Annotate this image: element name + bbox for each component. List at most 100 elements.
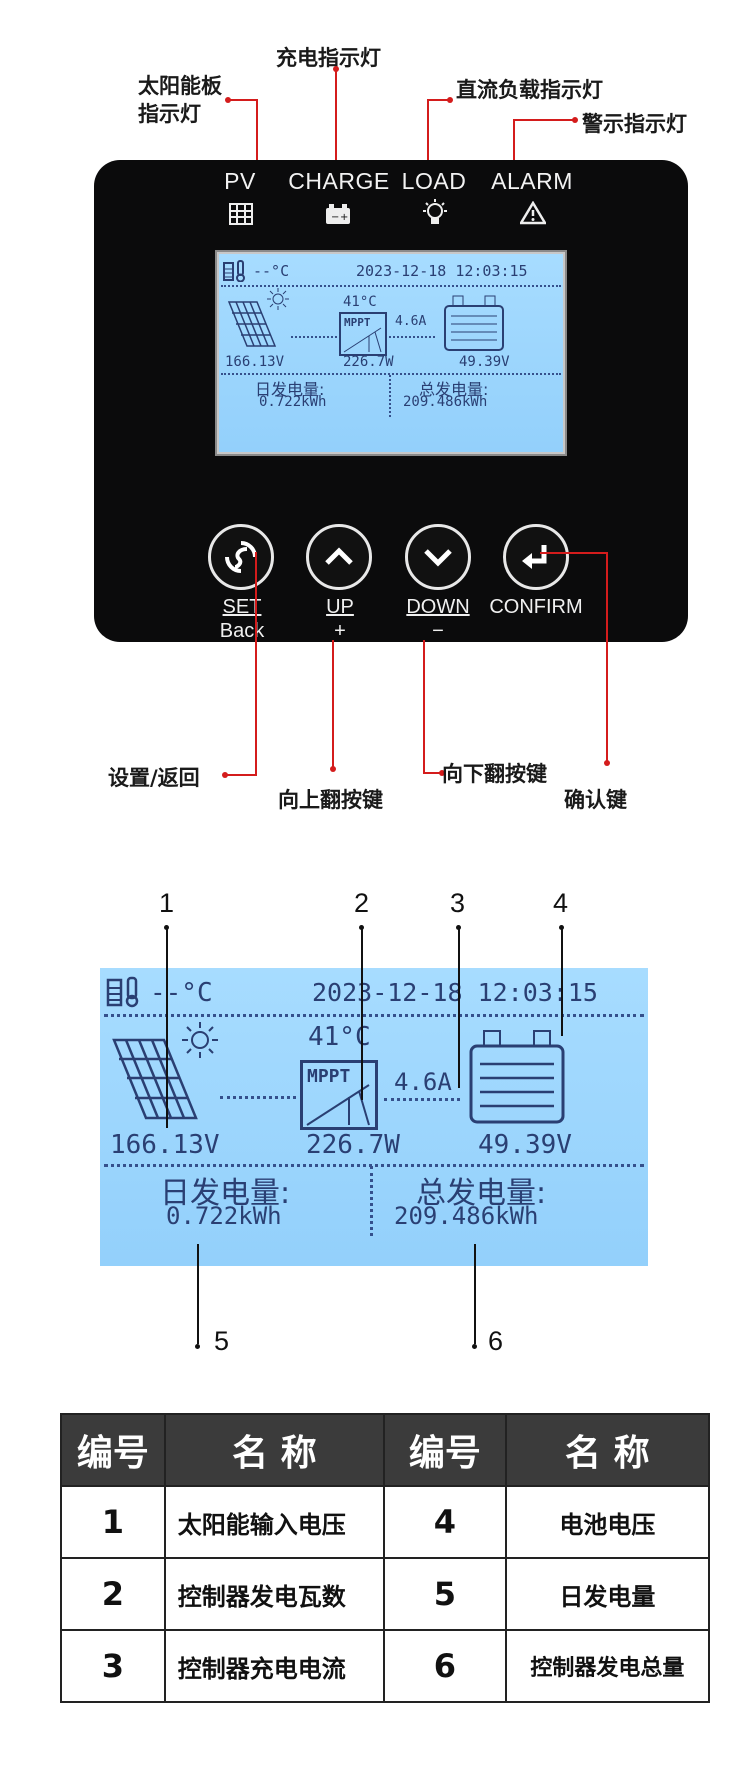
lcd-divider	[370, 1166, 373, 1236]
mppt-box-large: MPPT	[300, 1060, 378, 1130]
row-number: 5	[383, 1557, 507, 1631]
grid-panel-icon	[229, 203, 253, 225]
pointer-line	[197, 1244, 199, 1344]
leader-line	[226, 774, 257, 776]
daily-label-large: 日发电量:	[160, 1176, 291, 1211]
pointer-dot	[359, 925, 364, 930]
pv-voltage-small: 166.13V	[225, 354, 285, 370]
battery-large-icon	[444, 295, 504, 351]
confirm-button[interactable]	[503, 524, 569, 590]
sun-icon	[182, 1022, 218, 1058]
battery-voltage-large: 49.39V	[478, 1130, 572, 1160]
marker-5: 5	[214, 1326, 230, 1356]
wire-pv-mppt	[220, 1096, 296, 1099]
marker-6: 6	[488, 1326, 504, 1356]
charge-indicator-callout: 充电指示灯	[276, 46, 381, 70]
header-name: 名 称	[504, 1413, 711, 1487]
lcd-divider	[104, 1164, 644, 1167]
total-label-small: 总发电量:	[419, 380, 489, 399]
header-number: 编号	[383, 1413, 507, 1487]
datetime-readout: 2023-12-18 12:03:15	[356, 262, 528, 280]
svg-text:+: +	[340, 212, 348, 223]
pv-indicator-callout: 太阳能板 指示灯	[138, 74, 222, 126]
lcd-screen-small: --°C 2023-12-18 12:03:15 166.13V 41°C MP…	[219, 254, 563, 452]
down-label: DOWN	[406, 596, 470, 618]
table-row: 3 控制器充电电流 6 控制器发电总量	[60, 1629, 711, 1703]
lcd-divider	[104, 1014, 644, 1017]
wire-mppt-battery	[384, 1098, 460, 1101]
wire-mppt-battery	[389, 336, 435, 338]
alarm-indicator-callout: 警示指示灯	[582, 112, 687, 136]
row-name: 控制器发电瓦数	[163, 1557, 386, 1631]
leader-line	[427, 99, 451, 101]
leader-line	[513, 119, 575, 121]
down-button[interactable]	[405, 524, 471, 590]
marker-4: 4	[553, 888, 569, 918]
leader-dot	[439, 770, 445, 776]
row-number: 6	[383, 1629, 507, 1703]
battery-large-icon	[469, 1030, 565, 1124]
leader-line	[606, 552, 608, 762]
row-name: 控制器发电总量	[504, 1629, 711, 1703]
controller-temp-small: 41°C	[343, 294, 377, 310]
lcd-divider	[389, 375, 391, 417]
row-name: 太阳能输入电压	[163, 1485, 386, 1559]
total-value-small: 209.486kWh	[403, 394, 488, 410]
sun-icon	[267, 288, 289, 310]
enter-icon	[522, 545, 547, 569]
row-number: 4	[383, 1485, 507, 1559]
cycle-icon	[225, 541, 257, 573]
daily-value-large: 0.722kWh	[166, 1202, 282, 1230]
row-name: 日发电量	[504, 1557, 711, 1631]
minus-label: −	[432, 620, 444, 642]
up-key-callout: 向上翻按键	[278, 788, 383, 812]
plus-label: +	[334, 620, 346, 642]
total-value-large: 209.486kWh	[394, 1202, 539, 1230]
pointer-line	[474, 1244, 476, 1344]
legend-table: 编号 名 称 编号 名 称 1 太阳能输入电压 4 电池电压 2 控制器发电瓦数…	[60, 1413, 711, 1703]
marker-1: 1	[159, 888, 175, 918]
battery-thermo-icon	[223, 260, 245, 282]
pointer-dot	[164, 925, 169, 930]
svg-text:MPPT: MPPT	[344, 316, 371, 329]
set-label: SET	[222, 596, 262, 618]
chevron-up-icon	[325, 547, 353, 565]
wire-pv-mppt	[291, 336, 337, 338]
row-number: 1	[60, 1485, 166, 1559]
warning-icon	[518, 200, 548, 225]
indicator-charge-label: CHARGE	[288, 168, 390, 194]
battery-voltage-small: 49.39V	[459, 354, 510, 370]
confirm-key-callout: 确认键	[564, 788, 627, 812]
confirm-label: CONFIRM	[489, 596, 583, 618]
leader-dot	[330, 766, 336, 772]
pointer-dot	[559, 925, 564, 930]
pointer-line	[361, 928, 363, 1100]
power-large: 226.7W	[306, 1130, 400, 1160]
total-label-large: 总发电量:	[416, 1176, 547, 1211]
pv-voltage-large: 166.13V	[110, 1130, 220, 1160]
lcd-divider	[221, 373, 561, 375]
solar-panel-icon	[112, 1038, 198, 1120]
pointer-dot	[195, 1344, 200, 1349]
down-key-callout: 向下翻按键	[442, 762, 547, 786]
temp-readout: --°C	[253, 262, 290, 280]
pointer-line	[166, 928, 168, 1128]
battery-icon: −+	[324, 203, 352, 225]
header-name: 名 称	[163, 1413, 386, 1487]
set-back-button[interactable]	[208, 524, 274, 590]
up-button[interactable]	[306, 524, 372, 590]
table-row: 2 控制器发电瓦数 5 日发电量	[60, 1557, 711, 1631]
table-header-row: 编号 名 称 编号 名 称	[60, 1413, 711, 1487]
controller-temp-large: 41°C	[308, 1022, 371, 1052]
datetime-readout-large: 2023-12-18 12:03:15	[312, 978, 598, 1007]
daily-label-small: 日发电量:	[255, 380, 325, 399]
leader-line	[513, 119, 515, 171]
lcd-divider	[221, 285, 561, 287]
table-row: 1 太阳能输入电压 4 电池电压	[60, 1485, 711, 1559]
leader-line	[427, 99, 429, 171]
pointer-line	[458, 928, 460, 1088]
svg-text:−: −	[331, 212, 339, 223]
indicator-load-label: LOAD	[401, 168, 467, 194]
current-small: 4.6A	[395, 314, 427, 329]
row-name: 电池电压	[504, 1485, 711, 1559]
